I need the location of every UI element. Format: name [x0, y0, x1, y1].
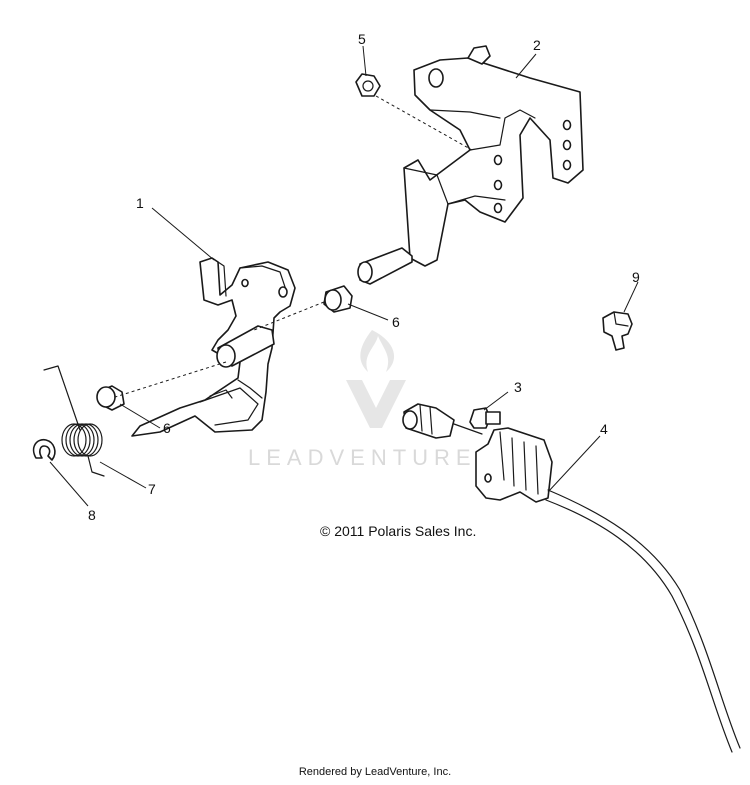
- callout-6-lower: 6: [163, 420, 171, 436]
- watermark-logo: LEADVENTURE: [248, 330, 477, 470]
- nut-part: [355, 73, 381, 97]
- copyright-text: © 2011 Polaris Sales Inc.: [320, 523, 476, 539]
- callout-7: 7: [148, 481, 156, 497]
- callout-1: 1: [136, 195, 144, 211]
- watermark-text: LEADVENTURE: [248, 445, 477, 470]
- callout-9: 9: [632, 269, 640, 285]
- retainer-part: [602, 311, 633, 351]
- callout-5: 5: [358, 31, 366, 47]
- cable-end-part: [402, 403, 483, 439]
- bracket-part: [357, 45, 584, 285]
- callout-2: 2: [533, 37, 541, 53]
- footer-credit: Rendered by LeadVenture, Inc.: [298, 766, 452, 778]
- leader-line-1: [151, 207, 215, 261]
- pin-part: [469, 407, 501, 429]
- cable-part: [475, 427, 741, 753]
- callout-8: 8: [88, 507, 96, 523]
- leader-line-7: [99, 461, 147, 489]
- leader-line-9: [623, 281, 639, 313]
- assembly-line-pedal: [111, 361, 227, 399]
- pedal-arm-part: [131, 257, 296, 437]
- leader-line-2: [515, 53, 537, 79]
- assembly-line-bushing: [253, 301, 325, 331]
- leader-line-8: [49, 461, 89, 507]
- leader-line-6-upper: [347, 303, 389, 321]
- e-clip-part: [32, 438, 56, 461]
- callout-3: 3: [514, 379, 522, 395]
- assembly-line-nut: [375, 95, 473, 151]
- leader-line-6-lower: [119, 403, 161, 429]
- callout-6-upper: 6: [392, 314, 400, 330]
- bushing-lower-part: [96, 385, 125, 411]
- leader-line-3: [483, 391, 509, 411]
- torsion-spring-part: [43, 365, 105, 477]
- bushing-upper-part: [323, 285, 353, 313]
- leader-line-5: [362, 45, 367, 77]
- leader-line-4: [547, 435, 601, 493]
- callout-4: 4: [600, 421, 608, 437]
